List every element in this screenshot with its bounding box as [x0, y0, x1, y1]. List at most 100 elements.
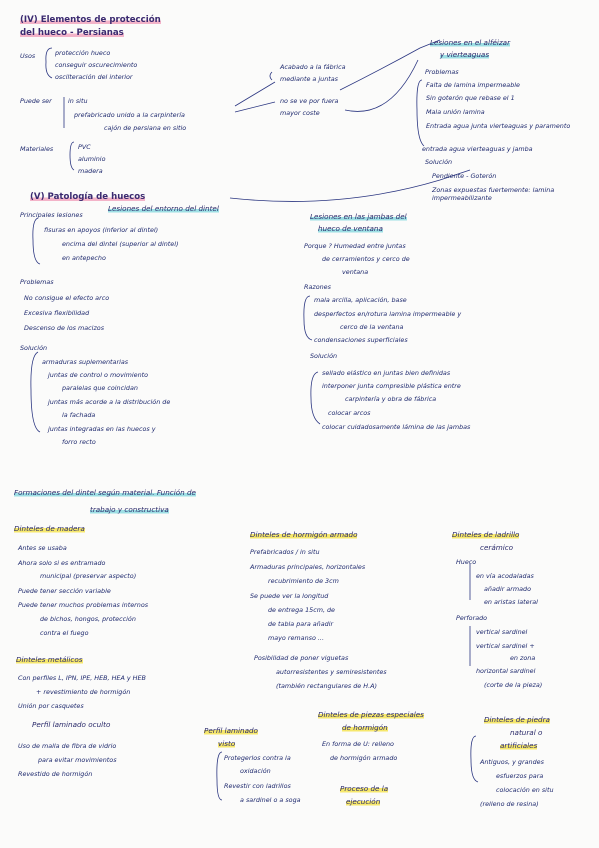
hormigon-item: de tabla para añadir [268, 620, 334, 628]
hormigon-item: mayo remanso ... [268, 634, 324, 642]
sec5-solucion: forro recto [62, 438, 96, 446]
hormigon-item: de entrega 15cm, de [268, 606, 335, 614]
alfeizar-problema: Mala unión lamina [426, 108, 485, 116]
jambas-solucion-label: Solución [310, 352, 338, 360]
sec5-problema: Descenso de los macizos [24, 324, 105, 332]
alfeizar-solucion: Pendiente - Goterón [432, 172, 497, 180]
hormigon-title: Dinteles de hormigón armado [250, 530, 358, 539]
hormigon-item: Prefabricados / in situ [250, 548, 320, 556]
metalicos-title: Dinteles metálicos [16, 655, 83, 664]
metalicos-perfil-item: Revestido de hormigón [18, 770, 93, 778]
jambas-razon: mala arcilla, aplicación, base [314, 296, 407, 304]
vista-item: Revestir con ladrillos [224, 782, 291, 790]
sec4-material: aluminio [78, 155, 106, 163]
sec4-usos-item: protección hueco [55, 49, 111, 57]
sec5-solucion: la fachada [62, 411, 96, 419]
vista-title-line1: Perfil laminado [204, 726, 258, 735]
jambas-title-line2: hueco de ventana [318, 224, 383, 233]
madera-item: Puede tener sección variable [18, 587, 111, 595]
jambas-porque: ventana [342, 268, 369, 276]
sec5-problema: Excesiva flexibilidad [24, 309, 90, 317]
ladrillo-perforado: vertical sardinel + [476, 642, 535, 650]
hormigon-item: Se puede ver la longitud [250, 592, 329, 600]
jambas-razon: desperfectos en/rotura lamina impermeabl… [314, 310, 462, 318]
ladrillo-perforado: (corte de la pieza) [484, 681, 543, 689]
sec4-mid-text: Acabado a la fábrica [280, 63, 346, 71]
proceso-title-line1: Proceso de la [340, 784, 389, 793]
jambas-solucion: carpintería y obra de fábrica [345, 395, 437, 403]
sec4-materiales-label: Materiales [20, 145, 54, 153]
vista-item: a sardinel o a soga [240, 796, 301, 804]
sec4-material: madera [78, 167, 103, 175]
sec4-mid-text: mayor coste [280, 109, 320, 117]
sec5-problemas-label: Problemas [20, 278, 54, 286]
piedra-title-line2: natural o [510, 728, 543, 737]
alfeizar-problema: Sin goterón que rebase el 1 [426, 94, 515, 102]
sec5-solucion-label: Solución [20, 344, 48, 352]
jambas-solucion: colocar arcos [328, 409, 371, 417]
metalicos-item: Con perfiles L, IPN, IPE, HEB, HEA y HEB [18, 674, 146, 682]
jambas-solucion: colocar cuidadosamente lámina de las jam… [322, 423, 471, 431]
sec5-subtitle: Lesiones del entorno del dintel [108, 204, 219, 213]
sec4-puede-label: Puede ser [20, 97, 52, 105]
hormigon-item: recubrimiento de 3cm [268, 577, 339, 585]
sec5-title: (V) Patología de huecos [30, 192, 146, 202]
sec4-puede-item: in situ [68, 97, 88, 105]
vista-title-line2: visto [218, 739, 236, 748]
madera-item: municipal (preservar aspecto) [40, 572, 137, 580]
fibrocem-title-line1: Dinteles de piezas especiales [318, 710, 424, 719]
sec4-usos-label: Usos [20, 52, 36, 60]
jambas-solucion: interponer junta compresible plástica en… [322, 382, 461, 390]
sec4-material: PVC [78, 143, 91, 151]
fibrocem-item: de hormigón armado [330, 754, 398, 762]
madera-item: Antes se usaba [18, 544, 67, 552]
madera-item: de bichos, hongos, protección [40, 615, 136, 623]
piedra-title-line3: artificiales [500, 741, 538, 750]
sec4-usos-item: oscilteración del interior [55, 73, 133, 81]
alfeizar-problemas-label: Problemas [425, 68, 459, 76]
piedra-item: (relleno de resina) [480, 800, 539, 808]
madera-item: Puede tener muchos problemas internos [18, 601, 149, 609]
madera-item: Ahora solo si es entramado [18, 559, 106, 567]
alfeizar-title-line1: Lesiones en el alféizar [430, 38, 511, 47]
sec4-puede-item: prefabricado unido a la carpintería [74, 111, 185, 119]
ladrillo-perforado: vertical sardinel [476, 628, 528, 636]
formacion-title-line2: trabajo y constructiva [90, 505, 169, 514]
piedra-item: Antiguos, y grandes [480, 758, 544, 766]
sec4-title-line2: del hueco - Persianas [20, 28, 124, 38]
hormigon-extra: autorresistentes y semiresistentes [276, 668, 387, 676]
sec4-usos-item: conseguir oscurecimiento [55, 61, 138, 69]
hormigon-extra: (también rectangulares de H.A) [276, 682, 377, 690]
jambas-title-line1: Lesiones en las jambas del [310, 212, 407, 221]
sec4-title-line1: (IV) Elementos de protección [20, 15, 161, 25]
metalicos-perfil-label: Perfil laminado oculto [32, 720, 111, 729]
sec5-lesion: en antepecho [62, 254, 106, 262]
sec5-problema: No consigue el efecto arco [24, 294, 110, 302]
sec5-lesion: fisuras en apoyos (inferior al dintel) [44, 226, 159, 234]
ladrillo-title-line1: Dinteles de ladrillo [452, 530, 520, 539]
metalicos-item: + revestimiento de hormigón [36, 688, 131, 696]
alfeizar-problema: Falta de lamina impermeable [426, 81, 520, 89]
formacion-title-line1: Formaciones del dintel según material. F… [14, 488, 196, 497]
sec4-puede-item: cajón de persiana en sitio [104, 124, 187, 132]
madera-item: contra el fuego [40, 629, 89, 637]
ladrillo-title-line2: cerámico [480, 543, 514, 552]
jambas-porque: Porque ? Humedad entre juntas [304, 242, 406, 250]
sec5-lesion: encima del dintel (superior al dintel) [62, 240, 179, 248]
alfeizar-problema: Entrada agua junta vierteaguas y paramen… [426, 122, 571, 130]
sec5-solucion: juntas integradas en las huecos y [48, 425, 156, 433]
ladrillo-hueco: añadir armado [484, 585, 532, 593]
piedra-title-line1: Dinteles de piedra [484, 715, 550, 724]
sec5-solucion: armaduras suplementarias [42, 358, 129, 366]
hormigon-extra: Posibilidad de poner viguetas [254, 654, 349, 662]
ladrillo-perforado: horizontal sardinel [476, 667, 536, 675]
fibrocem-item: En forma de U: relleno [322, 740, 394, 748]
proceso-title-line2: ejecución [346, 797, 381, 806]
jambas-razon: cerco de la ventana [340, 323, 404, 331]
metalicos-perfil-item: Uso de malla de fibra de vidrio [18, 742, 117, 750]
jambas-solucion: sellado elástico en juntas bien definida… [322, 369, 451, 377]
alfeizar-solucion-label: Solución [425, 158, 453, 166]
jambas-razones-label: Razones [304, 283, 331, 291]
ladrillo-perforado: en zona [510, 654, 536, 662]
ladrillo-hueco-label: Hueco [456, 558, 477, 566]
